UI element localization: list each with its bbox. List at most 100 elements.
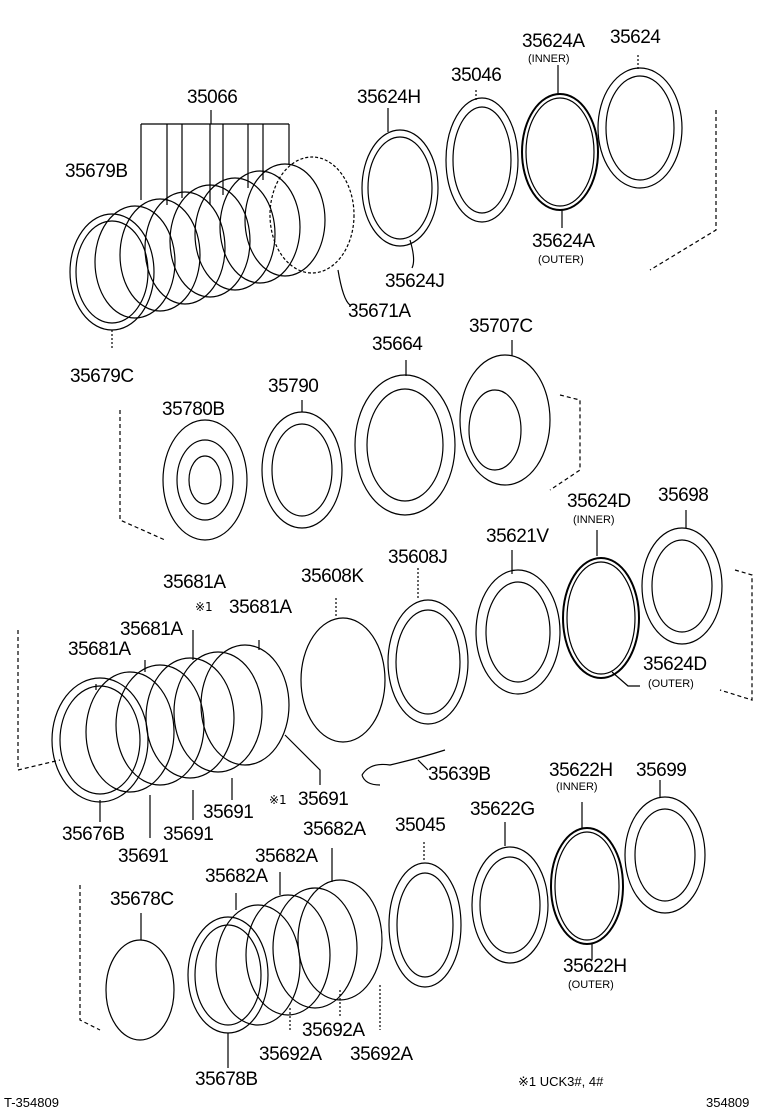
label-35608j: 35608J bbox=[388, 547, 448, 568]
snap-ring-35608k bbox=[300, 617, 386, 743]
label-35692a-left: 35692A bbox=[259, 1044, 322, 1065]
label-35608k: 35608K bbox=[301, 566, 364, 587]
label-35682a-top: 35682A bbox=[303, 819, 366, 840]
label-35691-a: 35691 bbox=[203, 802, 254, 823]
hub-35790-inner bbox=[271, 423, 333, 517]
drum-35707c-inner bbox=[468, 389, 522, 471]
label-35780b: 35780B bbox=[162, 399, 225, 420]
label-35678c: 35678C bbox=[110, 889, 174, 910]
snap-ring-35624h bbox=[361, 129, 439, 247]
label-35682a-mid: 35682A bbox=[255, 846, 318, 867]
note-mark-2: ※1 bbox=[269, 793, 287, 807]
leader-35624h bbox=[387, 108, 415, 269]
plate-ring bbox=[297, 879, 383, 1001]
label-35691-c: 35691 bbox=[118, 846, 169, 867]
leader-35681a bbox=[95, 630, 260, 690]
seal-35699-inner bbox=[634, 808, 696, 902]
one-way-clutch-35664 bbox=[354, 374, 456, 516]
qualifier-inner-3: (INNER) bbox=[556, 781, 598, 793]
plate-ring bbox=[215, 904, 301, 1026]
label-35664: 35664 bbox=[372, 334, 423, 355]
plate-35676b-inner bbox=[59, 685, 141, 795]
label-35682a-left: 35682A bbox=[205, 866, 268, 887]
plate-ring bbox=[200, 644, 290, 766]
label-35681a-top: 35681A bbox=[163, 572, 226, 593]
label-35622h-inner: 35622H bbox=[549, 760, 613, 781]
plate-ring bbox=[145, 657, 235, 779]
label-35681a-mid: 35681A bbox=[120, 619, 183, 640]
label-35045: 35045 bbox=[395, 815, 446, 836]
spring-retainer-35608j bbox=[387, 599, 469, 725]
hub-35790 bbox=[261, 411, 343, 529]
label-35692a-mid: 35692A bbox=[302, 1020, 365, 1041]
note-mark-1: ※1 bbox=[195, 600, 213, 614]
diagram-code-right: 354809 bbox=[706, 1095, 750, 1110]
diagram-code-left: T-354809 bbox=[4, 1095, 59, 1110]
label-35692a-right: 35692A bbox=[350, 1044, 413, 1065]
leader-35066 bbox=[140, 110, 290, 205]
seal-35698 bbox=[641, 527, 723, 645]
leader-35624d bbox=[596, 530, 640, 687]
one-way-clutch-35664-inner bbox=[366, 388, 444, 502]
plate-ring bbox=[272, 887, 358, 1009]
label-35698: 35698 bbox=[658, 485, 709, 506]
label-35624a-inner: 35624A bbox=[522, 31, 585, 52]
label-35671a: 35671A bbox=[348, 301, 411, 322]
piston-35622g bbox=[471, 846, 549, 964]
leader-35624a bbox=[557, 65, 563, 228]
qualifier-inner: (INNER) bbox=[528, 53, 570, 65]
spring-35639b bbox=[361, 749, 446, 786]
qualifier-outer-3: (OUTER) bbox=[568, 979, 614, 991]
label-35624: 35624 bbox=[610, 27, 661, 48]
plate-ring bbox=[85, 671, 175, 793]
plate-35046 bbox=[445, 97, 519, 223]
label-35639b: 35639B bbox=[428, 764, 491, 785]
snap-ring-35624h-inner bbox=[367, 136, 433, 240]
ring-35624d-inner bbox=[566, 561, 636, 675]
label-35691-b: 35691 bbox=[163, 824, 214, 845]
label-35622g: 35622G bbox=[470, 799, 535, 820]
plate-35046-inner bbox=[452, 106, 512, 214]
leader-35639b bbox=[417, 759, 429, 771]
plate-35045-inner bbox=[396, 872, 454, 978]
leader-35692a bbox=[289, 985, 381, 1030]
label-35624d-outer: 35624D bbox=[643, 654, 707, 675]
plate-ring bbox=[244, 163, 326, 277]
label-35621v: 35621V bbox=[486, 526, 549, 547]
piston-35622g-inner bbox=[479, 856, 541, 954]
qualifier-inner-2: (INNER) bbox=[573, 514, 615, 526]
axis-line bbox=[119, 410, 166, 541]
bearing-35780b-bore bbox=[188, 455, 222, 505]
plate-ring bbox=[269, 156, 355, 274]
label-35624a-outer: 35624A bbox=[532, 231, 595, 252]
plate-35678b-inner bbox=[194, 924, 262, 1026]
snap-ring-35678c bbox=[105, 939, 175, 1041]
label-35046: 35046 bbox=[451, 65, 502, 86]
label-35679b: 35679B bbox=[65, 161, 128, 182]
label-35790: 35790 bbox=[268, 376, 319, 397]
plate-ring bbox=[115, 664, 205, 786]
bearing-35780b bbox=[162, 419, 248, 541]
qualifier-outer: (OUTER) bbox=[538, 254, 584, 266]
leader-35671a bbox=[337, 269, 351, 306]
drum-35707c bbox=[459, 354, 551, 486]
label-35679c: 35679C bbox=[70, 366, 134, 387]
label-35681a-right: 35681A bbox=[229, 597, 292, 618]
plate-35676b bbox=[51, 677, 149, 803]
footnote: ※1 UCK3#, 4# bbox=[518, 1074, 604, 1089]
axis-line bbox=[719, 569, 753, 701]
ring-35622h bbox=[550, 827, 624, 945]
label-35707c: 35707C bbox=[469, 316, 533, 337]
label-35624h: 35624H bbox=[357, 87, 421, 108]
label-35622h-outer: 35622H bbox=[563, 956, 627, 977]
label-35681a-left: 35681A bbox=[68, 639, 131, 660]
ring-35624a bbox=[521, 93, 599, 211]
piston-35621v bbox=[475, 569, 561, 695]
axis-line bbox=[17, 630, 61, 771]
ring-35624a-inner bbox=[525, 97, 595, 207]
ring-35622h-inner bbox=[554, 831, 620, 941]
leader-35682a bbox=[235, 848, 333, 910]
label-35676b: 35676B bbox=[62, 824, 125, 845]
